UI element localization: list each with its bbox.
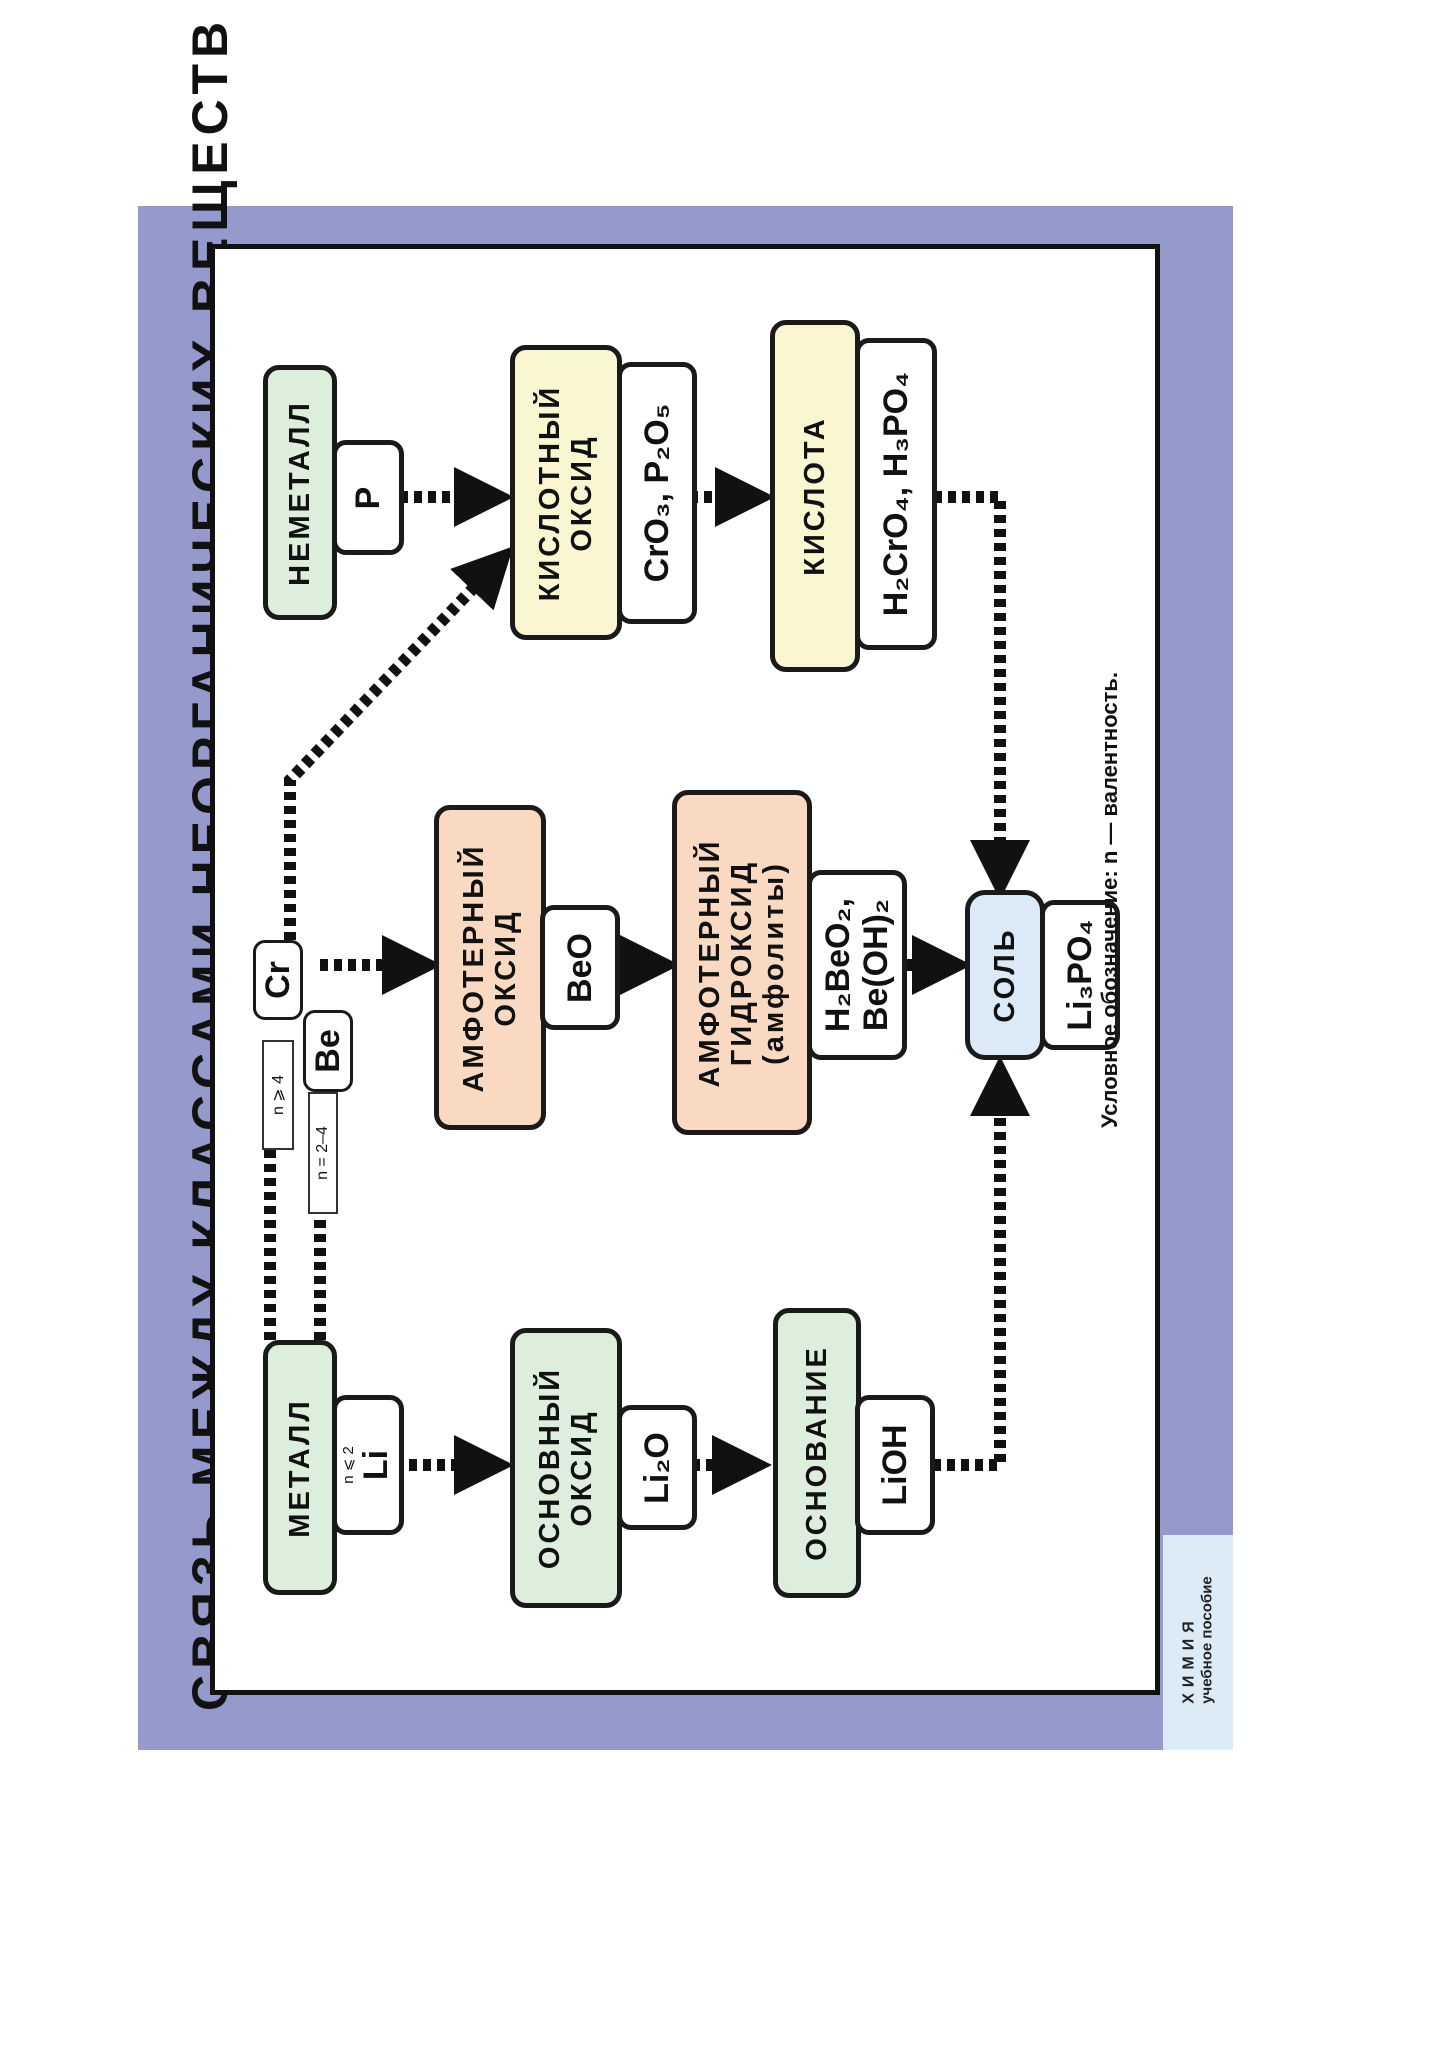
salt-label: СОЛЬ bbox=[989, 927, 1021, 1023]
amph-oxide-label-1: АМФОТЕРНЫЙ bbox=[458, 843, 490, 1092]
be-valence-tag: n = 2–4 bbox=[308, 1092, 338, 1214]
salt-formula-box: Li₃PO₄ bbox=[1040, 900, 1120, 1050]
salt-box: СОЛЬ bbox=[965, 890, 1045, 1060]
arrow-cr-to-acid-oxide bbox=[284, 546, 514, 940]
be-box: Be bbox=[303, 1010, 353, 1092]
acid-oxide-formula: CrO₃, P₂O₅ bbox=[638, 403, 676, 583]
base-formula-box: LiOH bbox=[855, 1395, 935, 1535]
metal-valence: n ⩽ 2 bbox=[340, 1446, 357, 1484]
cr-valence-tag: n ⩾ 4 bbox=[262, 1040, 294, 1150]
amph-hydroxide-formula-2: Be(OH)₂ bbox=[857, 898, 895, 1032]
be-symbol: Be bbox=[309, 1029, 347, 1073]
acid-formula-box: H₂CrO₄, H₃PO₄ bbox=[855, 338, 937, 650]
nonmetal-example-box: P bbox=[332, 440, 404, 555]
be-valence: n = 2–4 bbox=[314, 1126, 331, 1180]
amph-hydroxide-label-1: АМФОТЕРНЫЙ bbox=[694, 838, 726, 1087]
cr-box: Cr bbox=[253, 940, 303, 1020]
arrow-acid-to-salt bbox=[920, 491, 1030, 900]
amphoteric-oxide-box: АМФОТЕРНЫЙ ОКСИД bbox=[434, 805, 546, 1130]
acid-box: КИСЛОТА bbox=[770, 320, 860, 672]
cr-valence: n ⩾ 4 bbox=[270, 1074, 287, 1116]
base-box: ОСНОВАНИЕ bbox=[773, 1308, 861, 1598]
amphoteric-hydroxide-formula-box: H₂BeO₂, Be(OH)₂ bbox=[807, 870, 907, 1060]
amph-hydroxide-formula-1: H₂BeO₂, bbox=[819, 897, 857, 1033]
base-formula: LiOH bbox=[876, 1424, 914, 1506]
acid-oxide-label-2: ОКСИД bbox=[566, 433, 598, 552]
metal-example-box: n ⩽ 2 Li bbox=[332, 1395, 404, 1535]
basic-oxide-formula-box: Li₂O bbox=[617, 1405, 697, 1530]
basic-oxide-box: ОСНОВНЫЙ ОКСИД bbox=[510, 1328, 622, 1608]
amph-hydroxide-label-2: ГИДРОКСИД bbox=[726, 859, 758, 1066]
amphoteric-hydroxide-box: АМФОТЕРНЫЙ ГИДРОКСИД (амфолиты) bbox=[672, 790, 812, 1135]
base-label: ОСНОВАНИЕ bbox=[801, 1345, 833, 1561]
metal-example: Li bbox=[357, 1449, 395, 1481]
edu-label-box bbox=[1163, 1535, 1233, 1750]
basic-oxide-formula: Li₂O bbox=[638, 1431, 676, 1504]
arrow-base-to-salt bbox=[905, 1056, 1030, 1471]
amph-hydroxide-label-3: (амфолиты) bbox=[758, 860, 790, 1065]
basic-oxide-label-1: ОСНОВНЫЙ bbox=[534, 1366, 566, 1570]
nonmetal-label: НЕМЕТАЛЛ bbox=[284, 399, 316, 586]
amphoteric-oxide-formula-box: BeO bbox=[540, 905, 620, 1030]
acid-oxide-label-1: КИСЛОТНЫЙ bbox=[534, 384, 566, 601]
salt-formula: Li₃PO₄ bbox=[1061, 919, 1099, 1031]
amph-oxide-formula: BeO bbox=[561, 932, 599, 1003]
acid-oxide-box: КИСЛОТНЫЙ ОКСИД bbox=[510, 345, 622, 640]
legend-text: Условное обозначение: n — валентность. bbox=[1097, 671, 1122, 1129]
basic-oxide-label-2: ОКСИД bbox=[566, 1409, 598, 1527]
acid-label: КИСЛОТА bbox=[799, 416, 831, 576]
nonmetal-box: НЕМЕТАЛЛ bbox=[263, 365, 337, 620]
amph-oxide-label-2: ОКСИД bbox=[490, 908, 522, 1027]
metal-label: МЕТАЛЛ bbox=[284, 1397, 316, 1538]
nonmetal-example: P bbox=[349, 486, 387, 509]
acid-oxide-formula-box: CrO₃, P₂O₅ bbox=[617, 362, 697, 624]
edu-subtitle: учебное пособие bbox=[1198, 1576, 1216, 1704]
edu-subject: ХИМИЯ bbox=[1180, 1615, 1198, 1704]
metal-box: МЕТАЛЛ bbox=[263, 1340, 337, 1595]
cr-symbol: Cr bbox=[259, 961, 297, 999]
acid-formula: H₂CrO₄, H₃PO₄ bbox=[877, 371, 915, 617]
